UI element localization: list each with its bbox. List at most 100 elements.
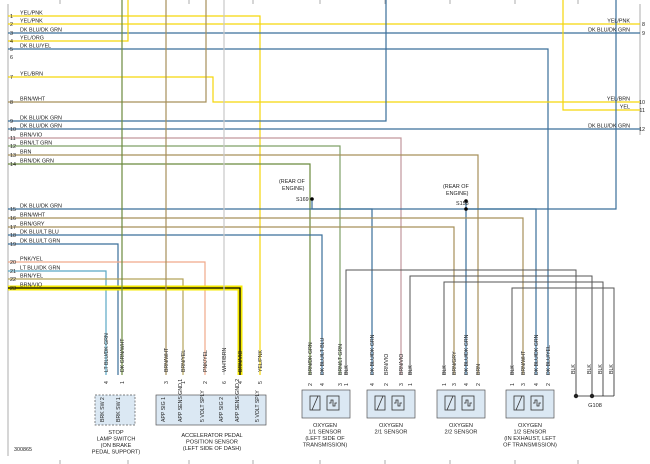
o2-1-pin-2: 2 [384, 383, 390, 386]
stop-lamp-pinlabel-1: BRK SW 1 [116, 397, 122, 422]
left-pin-22: 22 [10, 277, 16, 283]
o2-2-wire-2: DK BLU/DK GRN [464, 334, 470, 375]
splice-s169-line1: (REAR OF [279, 179, 305, 185]
left-wire-label-15: DK BLU/DK GRN [20, 204, 62, 210]
splice-s158-junction [464, 207, 468, 211]
left-pin-20: 20 [10, 260, 16, 266]
o2-1-wire-0: DK BLU/DK GRN [370, 334, 376, 375]
o2-2-wire-0: BLK [442, 365, 448, 375]
wire-22 [8, 278, 184, 375]
o2-0-pin-3: 3 [338, 383, 344, 386]
left-pin-7: 7 [10, 75, 13, 81]
o2-1-wire-3: BLK [408, 365, 414, 375]
wire-blk-3 [443, 281, 604, 375]
wire-23 [8, 287, 241, 375]
left-pin-10: 10 [10, 127, 16, 133]
sensor-element-symbols [309, 395, 544, 411]
right-pin-12: 12 [639, 127, 645, 133]
ground-wire-3: BLK [609, 364, 615, 374]
left-pin-4: 4 [10, 39, 13, 45]
o2-2-pin-2: 2 [476, 383, 482, 386]
left-pin-13: 13 [10, 153, 16, 159]
stop-lamp-caption-3: PEDAL SUPPORT) [92, 450, 141, 456]
app-pin-3: 3 [164, 381, 170, 384]
wire-15 [8, 0, 617, 210]
wire-paths [8, 0, 640, 375]
left-wire-label-20: PNK/YEL [20, 257, 43, 263]
wire-13 [8, 154, 479, 375]
splice-s158-line1: (REAR OF [443, 184, 469, 190]
o2-sensor-1-2-box [505, 389, 555, 419]
app-pinlabel-4: APP SENS GND 2 [235, 379, 241, 422]
stop-lamp-caption-1: LAMP SWITCH [97, 437, 136, 443]
left-pin-3: 3 [10, 31, 13, 37]
right-wire-label-10: YEL/BRN [607, 97, 630, 103]
o2-1-pin-4: 4 [370, 383, 376, 386]
wire-blk-4 [511, 287, 615, 375]
left-wire-label-8: BRN/WHT [20, 97, 46, 103]
o2-2-caption-1: 2/2 SENSOR [445, 430, 478, 436]
o2-0-pin-4: 4 [320, 383, 326, 386]
left-wire-label-1: YEL/PNK [20, 11, 43, 17]
wire-blk-1 [345, 269, 577, 375]
stop-lamp-caption-2: (ON BRAKE [101, 443, 132, 449]
o2-3-wire-0: BLK [510, 365, 516, 375]
app-pin-4: 4 [238, 381, 244, 384]
left-pin-14: 14 [10, 162, 16, 168]
wire-blk-2 [409, 275, 593, 375]
app-wire-5: YEL/PNK [258, 350, 264, 372]
stop-lamp-wire-1: DK GRN/WHT [120, 338, 126, 372]
splice-s158-line2: ENGINE) [446, 191, 469, 197]
app-wire-0: BRN/WHT [164, 347, 170, 372]
o2-3-pin-2: 2 [546, 383, 552, 386]
left-pin-2: 2 [10, 22, 13, 28]
o2-3-wire-3: DK BLU/YEL [546, 345, 552, 375]
app-wire-4: BRN/VIO [238, 351, 244, 372]
o2-2-1-heater [391, 395, 405, 411]
wire-20 [8, 261, 206, 375]
o2-1-1-heater [326, 395, 340, 411]
app-caption-2: (LEFT SIDE OF DASH) [183, 446, 241, 452]
wire-19 [8, 243, 119, 375]
o2-2-pin-4: 4 [464, 383, 470, 386]
splice-s158-dot [464, 199, 468, 203]
wire-7 [8, 76, 640, 103]
app-pinlabel-5: 5 VOLT SPLY [255, 390, 261, 422]
left-wire-label-2: YEL/PNK [20, 19, 43, 25]
left-wire-label-12: BRN/LT GRN [20, 141, 52, 147]
wire-8 [8, 0, 207, 103]
wire-21 [8, 270, 107, 375]
o2-3-caption-2: (IN EXHAUST, LEFT [504, 436, 556, 442]
left-wire-label-10: DK BLU/DK GRN [20, 124, 62, 130]
ground-wire-1: BLK [587, 364, 593, 374]
right-wire-label-12: DK BLU/DK GRN [588, 124, 630, 130]
stop-lamp-switch-box [94, 394, 136, 426]
splice-s169-line2: ENGINE) [282, 186, 305, 192]
left-wire-label-11: BRN/VIO [20, 133, 42, 139]
o2-0-pin-2: 2 [308, 383, 314, 386]
o2-3-pin-3: 3 [521, 383, 527, 386]
left-pin-17: 17 [10, 225, 16, 231]
stop-lamp-wire-4: LT BLU/DK GRN [104, 333, 110, 372]
o2-1-pin-3: 3 [399, 383, 405, 386]
left-pin-5: 5 [10, 47, 13, 53]
right-pin-10: 10 [639, 100, 645, 106]
left-pin-11: 11 [10, 136, 16, 142]
o2-0-wire-2: BRN/LT GRN [338, 344, 344, 375]
left-pin-18: 18 [10, 233, 16, 239]
o2-3-wire-2: DK BLU/DK GRN [534, 334, 540, 375]
left-wire-label-17: BRN/GRY [20, 222, 45, 228]
left-pin-6: 6 [10, 55, 13, 61]
app-pin-2: 2 [203, 381, 209, 384]
app-pin-5: 5 [258, 381, 264, 384]
o2-1-pin-1: 1 [408, 383, 414, 386]
app-wire-2: PNK/YEL [203, 350, 209, 372]
stop-lamp-pin-1: 1 [120, 381, 126, 384]
o2-sensor-1-1-box [301, 389, 351, 419]
app-pinlabel-1: APP SENS GND 1 [178, 379, 184, 422]
right-pin-11: 11 [639, 108, 645, 114]
o2-2-2-element [444, 395, 456, 411]
left-pin-15: 15 [10, 207, 16, 213]
